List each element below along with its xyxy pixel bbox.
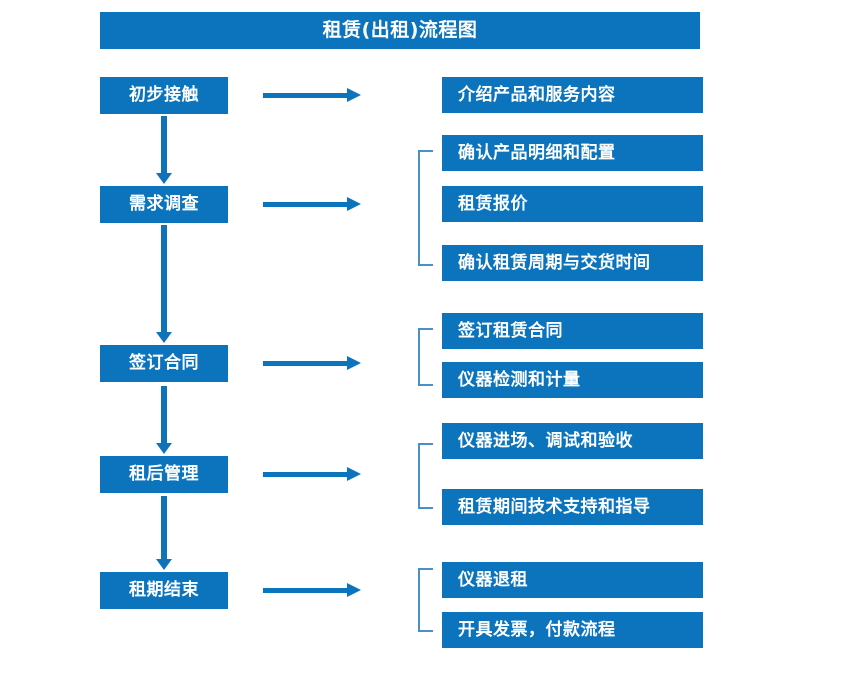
group-bracket-lease-end bbox=[418, 568, 433, 632]
stage-box-sign-contract[interactable]: 签订合同 bbox=[100, 345, 228, 382]
vertical-arrow-initial-contact-to-needs-survey bbox=[156, 116, 172, 184]
vertical-arrow-sign-contract-to-post-rental-management bbox=[156, 386, 172, 454]
detail-box-rental-quotation[interactable]: 租赁报价 bbox=[442, 186, 703, 222]
horizontal-arrow-lease-end bbox=[263, 583, 363, 597]
detail-box-instrument-entry-commissioning-acceptance[interactable]: 仪器进场、调试和验收 bbox=[442, 423, 703, 459]
stage-box-post-rental-management[interactable]: 租后管理 bbox=[100, 456, 228, 493]
group-bracket-post-rental-management bbox=[418, 443, 433, 509]
stage-box-initial-contact[interactable]: 初步接触 bbox=[100, 77, 228, 114]
horizontal-arrow-sign-contract bbox=[263, 356, 363, 370]
group-bracket-needs-survey bbox=[418, 150, 433, 266]
stage-box-lease-end[interactable]: 租期结束 bbox=[100, 572, 228, 609]
detail-box-invoice-payment-process[interactable]: 开具发票，付款流程 bbox=[442, 612, 703, 648]
stage-box-needs-survey[interactable]: 需求调查 bbox=[100, 186, 228, 223]
vertical-arrow-post-rental-management-to-lease-end bbox=[156, 496, 172, 570]
detail-box-sign-rental-agreement[interactable]: 签订租赁合同 bbox=[442, 313, 703, 349]
chart-title-bar: 租赁(出租)流程图 bbox=[100, 12, 700, 49]
detail-box-technical-support-guidance[interactable]: 租赁期间技术支持和指导 bbox=[442, 489, 703, 525]
vertical-arrow-needs-survey-to-sign-contract bbox=[156, 225, 172, 343]
group-bracket-sign-contract bbox=[418, 328, 433, 386]
detail-box-instrument-inspection-metering[interactable]: 仪器检测和计量 bbox=[442, 362, 703, 398]
horizontal-arrow-needs-survey bbox=[263, 197, 363, 211]
detail-box-confirm-product-details-config[interactable]: 确认产品明细和配置 bbox=[442, 135, 703, 171]
horizontal-arrow-initial-contact bbox=[263, 88, 363, 102]
detail-box-confirm-rental-period-delivery[interactable]: 确认租赁周期与交货时间 bbox=[442, 245, 703, 281]
detail-box-introduce-products-services[interactable]: 介绍产品和服务内容 bbox=[442, 77, 703, 113]
horizontal-arrow-post-rental-management bbox=[263, 467, 363, 481]
detail-box-instrument-return[interactable]: 仪器退租 bbox=[442, 562, 703, 598]
